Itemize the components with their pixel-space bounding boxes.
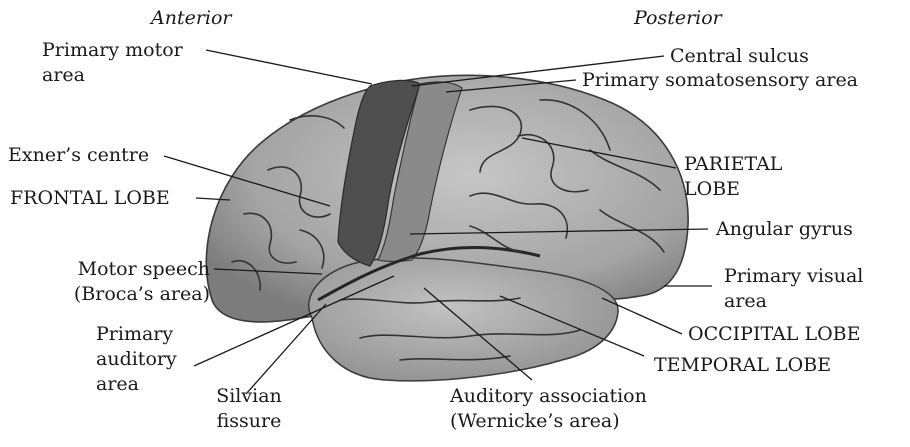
silvian-fissure-label: Silvian fissure <box>214 384 284 434</box>
frontal-lobe-label: FRONTAL LOBE <box>10 186 170 211</box>
posterior-label: Posterior <box>634 6 722 31</box>
primary-auditory-area-label: Primary auditory area <box>96 322 177 397</box>
exners-centre-label: Exner’s centre <box>8 143 149 168</box>
parietal-lobe-label: PARIETAL LOBE <box>684 152 782 202</box>
motor-speech-label: Motor speech (Broca’s area) <box>22 257 210 307</box>
central-sulcus-label: Central sulcus <box>670 44 809 69</box>
occipital-lobe-label: OCCIPITAL LOBE <box>688 322 860 347</box>
primary-somatosensory-area-label: Primary somatosensory area <box>582 68 858 93</box>
primary-motor-area-label: Primary motor area <box>42 38 183 88</box>
auditory-association-label: Auditory association (Wernicke’s area) <box>450 384 647 434</box>
leader-primary-motor <box>206 50 372 84</box>
angular-gyrus-label: Angular gyrus <box>716 217 853 242</box>
temporal-lobe-label: TEMPORAL LOBE <box>654 353 831 378</box>
anterior-label: Anterior <box>151 6 232 31</box>
primary-visual-area-label: Primary visual area <box>724 264 863 314</box>
